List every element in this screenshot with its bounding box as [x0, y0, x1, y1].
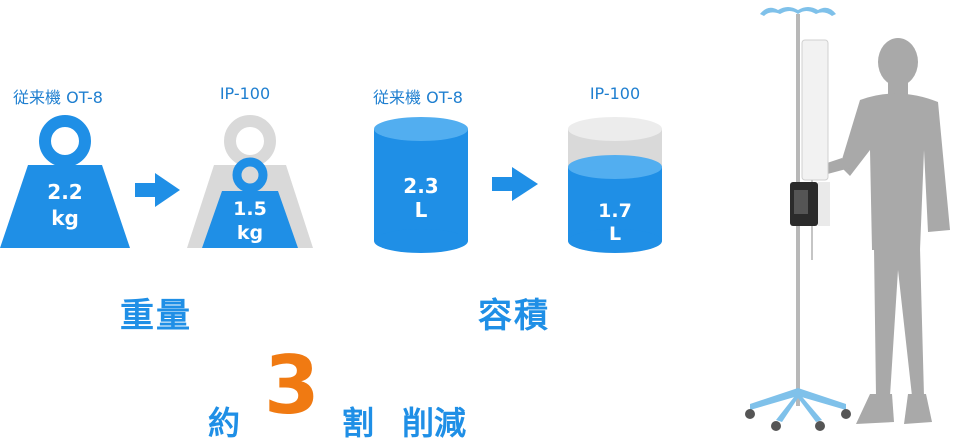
summary-suffix2: 削減: [402, 404, 467, 442]
weight-old-unit: kg: [51, 206, 79, 230]
iv-bag: [801, 39, 829, 181]
old-cylinder-icon: [374, 117, 468, 253]
weight-old-value: 2.2: [47, 180, 82, 204]
weight-old-model-label: 従来機 OT-8: [13, 88, 103, 107]
weight-new-model-label: IP-100: [219, 84, 271, 103]
arrow-right-icon: [135, 173, 180, 207]
weight-graphic: 2.2 kg 1.5 kg: [0, 115, 313, 248]
old-weight-icon: [0, 115, 130, 248]
volume-title: 容積: [478, 296, 550, 336]
volume-old-value: 2.3: [403, 174, 438, 198]
weight-new-value: 1.5: [233, 198, 267, 220]
volume-old-model-label: 従来機 OT-8: [373, 88, 463, 107]
iv-stand-base: [745, 388, 851, 431]
iv-hook-icon: [760, 7, 836, 16]
person-silhouette-icon: [818, 38, 950, 424]
summary-number: 3: [264, 339, 320, 432]
reduction-summary: 約 3 割 削減: [200, 339, 520, 443]
arrow-right-icon: [492, 167, 538, 201]
volume-graphic: 2.3 L 1.7 L: [374, 117, 662, 253]
new-cylinder-icon: [568, 155, 662, 253]
weight-new-unit: kg: [237, 222, 263, 244]
volume-new-value: 1.7: [598, 200, 632, 222]
summary-suffix1: 割: [342, 404, 375, 442]
volume-old-unit: L: [415, 198, 428, 222]
volume-new-unit: L: [609, 223, 621, 245]
weight-title: 重量: [120, 296, 192, 336]
iv-pole-scene: [745, 7, 950, 431]
summary-prefix: 約: [208, 404, 241, 442]
volume-new-model-label: IP-100: [589, 84, 641, 103]
new-weight-icon: [202, 157, 298, 248]
